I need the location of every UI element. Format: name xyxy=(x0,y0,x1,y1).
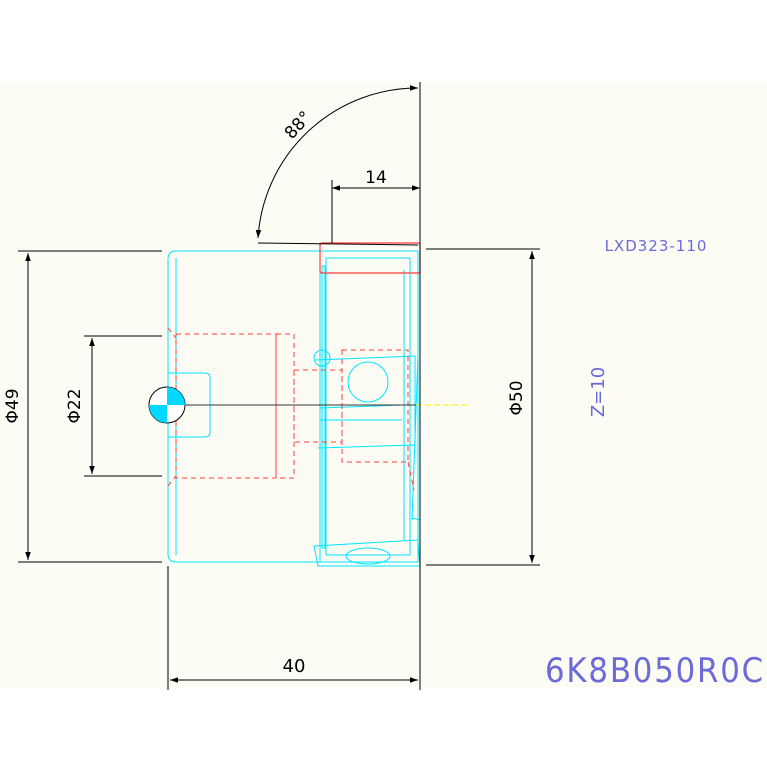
part-number-label: 6K8B050R0C xyxy=(545,651,765,691)
dimension-lines xyxy=(18,82,540,690)
dia22-dimension-label: Φ22 xyxy=(65,388,85,423)
angle-dimension-arc xyxy=(255,85,419,239)
length-dimension-label: 40 xyxy=(283,656,306,677)
teeth-label: Z=10 xyxy=(588,367,609,417)
center-mark xyxy=(148,386,186,424)
dia49-dimension-label: Φ49 xyxy=(3,388,23,423)
dia50-dimension-label: Φ50 xyxy=(507,380,527,415)
width-dimension-label: 14 xyxy=(365,168,387,188)
model-label: LXD323-110 xyxy=(605,237,708,255)
screw-hole xyxy=(347,361,389,403)
